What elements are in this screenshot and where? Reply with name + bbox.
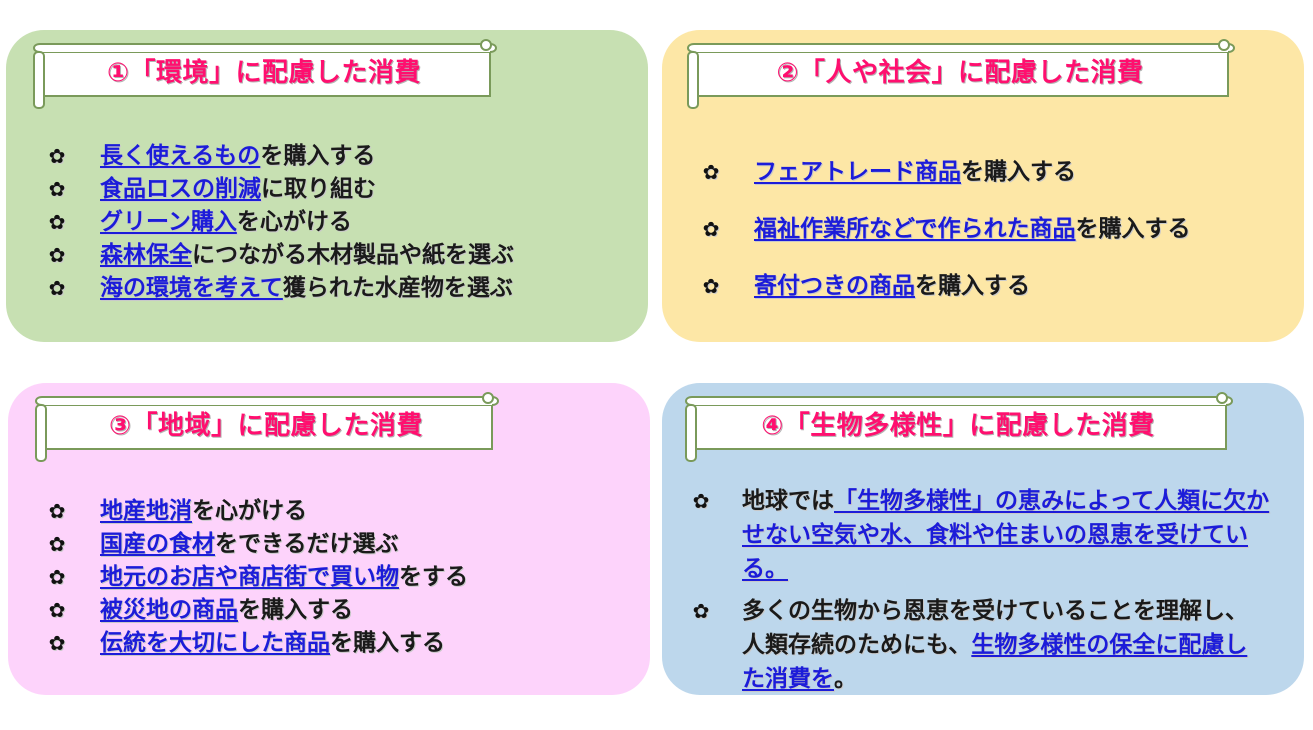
panel-title: ②「人や社会」に配慮した消費 (776, 58, 1144, 88)
item-link[interactable]: 「生物多様性」の恵みによって人類に欠かせない空気や水、食料や住まいの恩恵を受けて… (742, 488, 1270, 582)
list-item: ✿ 地元のお店や商店街で買い物をする (46, 561, 468, 594)
flower-bullet-icon: ✿ (702, 160, 720, 184)
flower-bullet-icon: ✿ (48, 532, 66, 556)
flower-bullet-icon: ✿ (48, 631, 66, 655)
panel-environment: ①「環境」に配慮した消費 ✿ 長く使えるものを購入する ✿ 食品ロスの削減に取り組む… (6, 30, 648, 342)
item-list: ✿ 地産地消を心がける ✿ 国産の食材をできるだけ選ぶ ✿ 地元のお店や商店街で買い物… (46, 495, 468, 660)
flower-bullet-icon: ✿ (48, 499, 66, 523)
list-item: ✿ 森林保全につながる木材製品や紙を選ぶ (46, 239, 514, 272)
scroll-banner-shape (35, 392, 499, 462)
scroll-banner-shape (33, 39, 497, 109)
list-item: ✿ 福祉作業所などで作られた商品を購入する (700, 201, 1191, 258)
item-link[interactable]: 国産の食材 (100, 531, 215, 557)
list-item: ✿ 寄付つきの商品を購入する (700, 258, 1191, 315)
item-link[interactable]: グリーン購入 (100, 209, 237, 235)
item-text: を心がける (236, 209, 352, 235)
item-list: ✿ 長く使えるものを購入する ✿ 食品ロスの削減に取り組む ✿ グリーン購入を心がける… (46, 140, 514, 305)
item-text: を購入する (1075, 216, 1191, 242)
flower-bullet-icon: ✿ (48, 565, 66, 589)
panel-title-scroll: ③「地域」に配慮した消費 (32, 391, 499, 462)
item-text: 。 (834, 666, 857, 692)
item-text: 獲られた水産物を選ぶ (282, 275, 513, 301)
panel-title: ③「地域」に配慮した消費 (108, 411, 423, 441)
item-link[interactable]: 寄付つきの商品 (754, 273, 915, 299)
scroll-banner-shape (685, 392, 1233, 462)
item-text: に取り組む (261, 176, 376, 202)
list-item: ✿ 長く使えるものを購入する (46, 140, 514, 173)
item-text: を購入する (961, 159, 1076, 185)
item-link[interactable]: 地産地消 (100, 498, 192, 524)
list-item: ✿ 地球では「生物多様性」の恵みによって人類に欠かせない空気や水、食料や住まいの恩… (690, 484, 1270, 586)
flower-bullet-icon: ✿ (48, 144, 66, 168)
list-item: ✿ フェアトレード商品を購入する (700, 144, 1191, 201)
panel-title-scroll: ②「人や社会」に配慮した消費 (684, 38, 1235, 109)
item-link[interactable]: フェアトレード商品 (754, 159, 961, 185)
item-link[interactable]: 森林保全 (100, 242, 192, 268)
item-text: を購入する (330, 630, 445, 656)
flower-bullet-icon: ✿ (702, 274, 720, 298)
list-item: ✿ グリーン購入を心がける (46, 206, 514, 239)
panel-community: ③「地域」に配慮した消費 ✿ 地産地消を心がける ✿ 国産の食材をできるだけ選ぶ ✿… (8, 383, 650, 695)
item-link[interactable]: 地元のお店や商店街で買い物 (100, 564, 399, 590)
list-item: ✿ 伝統を大切にした商品を購入する (46, 627, 468, 660)
flower-bullet-icon: ✿ (702, 217, 720, 241)
item-text: をする (399, 564, 468, 590)
item-text: を購入する (238, 597, 353, 623)
flower-bullet-icon: ✿ (692, 599, 710, 623)
item-link[interactable]: 伝統を大切にした商品 (100, 630, 330, 656)
item-link[interactable]: 海の環境を考えて (100, 275, 283, 301)
panel-title-scroll: ①「環境」に配慮した消費 (30, 38, 497, 109)
panel-title: ①「環境」に配慮した消費 (106, 58, 421, 88)
list-item: ✿ 多くの生物から恩恵を受けていることを理解し、人類存続のためにも、生物多様性の保… (690, 594, 1270, 696)
list-item: ✿ 地産地消を心がける (46, 495, 468, 528)
list-item: ✿ 国産の食材をできるだけ選ぶ (46, 528, 468, 561)
list-item: ✿ 食品ロスの削減に取り組む (46, 173, 514, 206)
flower-bullet-icon: ✿ (48, 276, 66, 300)
panel-title: ④「生物多様性」に配慮した消費 (761, 411, 1155, 441)
item-link[interactable]: 福祉作業所などで作られた商品 (754, 216, 1076, 242)
list-item: ✿ 被災地の商品を購入する (46, 594, 468, 627)
item-text: につながる木材製品や紙を選ぶ (192, 242, 514, 268)
item-text: を購入する (260, 143, 376, 169)
flower-bullet-icon: ✿ (48, 177, 66, 201)
flower-bullet-icon: ✿ (48, 243, 66, 267)
flower-bullet-icon: ✿ (48, 210, 66, 234)
list-item: ✿ 海の環境を考えて獲られた水産物を選ぶ (46, 272, 514, 305)
flower-bullet-icon: ✿ (48, 598, 66, 622)
item-link[interactable]: 長く使えるもの (100, 143, 261, 169)
item-text: をできるだけ選ぶ (215, 531, 399, 557)
item-text: を購入する (915, 273, 1030, 299)
item-text: 多くの生物から恩恵を受けていることを理解し、人類存続のためにも、 (742, 598, 1248, 658)
panel-title-scroll: ④「生物多様性」に配慮した消費 (682, 391, 1233, 462)
item-list: ✿フェアトレード商品を購入する ✿福祉作業所などで作られた商品を購入する ✿寄付… (700, 144, 1191, 315)
scroll-banner-shape (687, 39, 1235, 109)
panel-people-society: ②「人や社会」に配慮した消費 ✿フェアトレード商品を購入する ✿福祉作業所などで… (662, 30, 1304, 342)
flower-bullet-icon: ✿ (692, 489, 710, 513)
item-list: ✿ 地球では「生物多様性」の恵みによって人類に欠かせない空気や水、食料や住まいの恩… (690, 484, 1270, 696)
item-text: 地球では (742, 488, 834, 514)
item-link[interactable]: 被災地の商品 (100, 597, 238, 623)
item-link[interactable]: 生物多様性の保全に配慮した消費を (742, 632, 1248, 692)
panel-biodiversity: ④「生物多様性」に配慮した消費 ✿ 地球では「生物多様性」の恵みによって人類に欠か… (662, 383, 1304, 695)
item-link[interactable]: 食品ロスの削減 (100, 176, 261, 202)
item-text: を心がける (192, 498, 307, 524)
